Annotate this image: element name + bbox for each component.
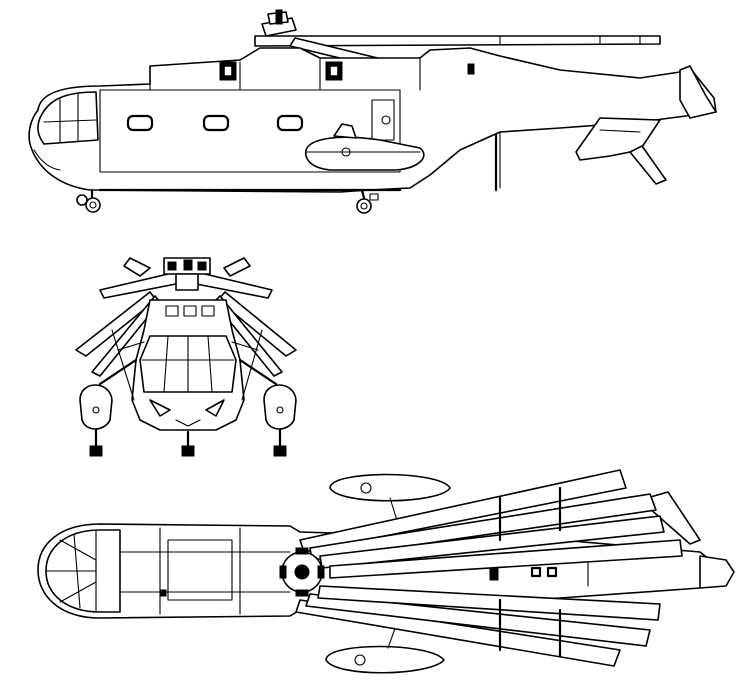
front-cockpit-glazing xyxy=(139,305,237,393)
top-floats xyxy=(325,473,451,674)
side-float xyxy=(304,123,425,171)
side-landing-gear xyxy=(76,188,379,214)
side-window xyxy=(202,114,230,132)
side-tail-fin xyxy=(679,65,717,119)
front-view xyxy=(75,257,297,457)
top-rotor-head xyxy=(279,547,325,597)
top-view xyxy=(37,469,735,674)
front-rotor-blades xyxy=(75,257,297,377)
front-rotor-head xyxy=(163,257,211,291)
side-view xyxy=(28,9,717,214)
front-struts xyxy=(98,329,278,401)
front-landing-gear xyxy=(89,428,287,457)
front-floats xyxy=(79,384,297,430)
side-window xyxy=(276,114,304,132)
side-cabin-panel xyxy=(99,89,401,173)
top-cockpit-glazing xyxy=(45,529,121,613)
side-cockpit-glazing xyxy=(37,91,99,145)
side-window xyxy=(126,114,154,132)
